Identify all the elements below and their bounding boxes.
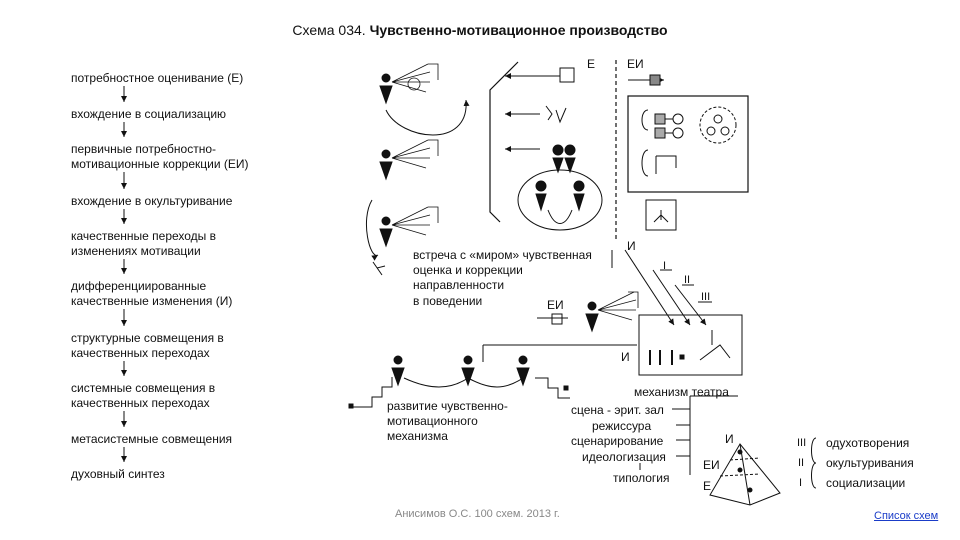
level-label-2: окультуривания [826,456,914,470]
title-main: Чувственно-мотивационное производство [369,22,668,38]
stepping-lines [624,249,712,326]
roman-three: III [701,291,711,303]
step-7-line2: качественных переходах [71,346,210,360]
label-e: Е [587,57,596,71]
step-7-line1: структурные совмещения в [71,331,224,345]
step-6-line1: дифференциированные [71,279,207,293]
roman-one: I [663,260,667,272]
world-frame [489,60,749,240]
level-brace [811,437,817,489]
agent-figures [379,73,599,387]
level-roman-2: II [798,457,805,469]
theatre-connectors [639,395,738,475]
title-prefix: Схема 034. [292,22,366,38]
perception-rays [391,63,639,321]
step-5-line2: изменениях мотивации [71,244,201,258]
pyramid-top-label: И [725,432,734,446]
label-ei: ЕИ [627,57,644,71]
theatre-item-4: идеологизация [582,450,666,464]
meeting-text-4: в поведении [413,294,483,308]
theatre-item-2: режиссура [592,419,652,433]
level-label-1: социализации [826,476,906,490]
label-i: И [627,239,636,253]
theatre-item-3: сценарирование [571,434,664,448]
step-1: потребностное оценивание (Е) [71,71,244,85]
roman-two: II [684,274,691,286]
pyramid [709,443,781,506]
theatre-item-5: типология [613,471,670,485]
schemes-list-link[interactable]: Список схем [874,510,939,522]
step-10: духовный синтез [71,467,165,481]
theatre-box [638,314,743,376]
meeting-text-3: направленности [413,278,505,292]
meeting-text-1: встреча с «миром» чувственная [413,248,592,262]
page-title: Схема 034. Чувственно-мотивационное прои… [0,22,960,38]
credit: Анисимов О.С. 100 схем. 2013 г. [395,508,560,520]
dev-text-3: механизма [387,429,448,443]
pyramid-mid-label: ЕИ [703,458,720,472]
step-3-line2: мотивационные коррекции (ЕИ) [71,157,249,171]
step-2: вхождение в социализацию [71,107,227,121]
world-symbols [517,67,603,231]
step-4: вхождение в окультуривание [71,194,233,208]
pyramid-bottom-label: Е [703,479,712,493]
step-8-line1: системные совмещения в [71,381,216,395]
meeting-text-2: оценка и коррекции [413,263,523,277]
ei-label-mid: ЕИ [547,298,564,312]
step-6-line2: качественные изменения (И) [71,294,233,308]
theatre-item-1: сцена - эрит. зал [571,403,664,417]
dev-text-2: мотивационного [387,414,478,428]
ei-symbols [628,74,737,231]
step-9: метасистемные совмещения [71,432,233,446]
level-roman-3: III [797,437,807,449]
level-label-3: одухотворения [826,436,910,450]
curved-connectors [365,99,470,276]
world-arrows [505,73,560,152]
stairs-and-timeline [348,250,637,409]
dev-text-1: развитие чувственно- [387,399,508,413]
step-5-line1: качественные переходы в [71,229,217,243]
step-3-line1: первичные потребностно- [71,142,217,156]
level-roman-1: I [799,477,803,489]
step-8-line2: качественных переходах [71,396,210,410]
label-i-2: И [621,350,630,364]
